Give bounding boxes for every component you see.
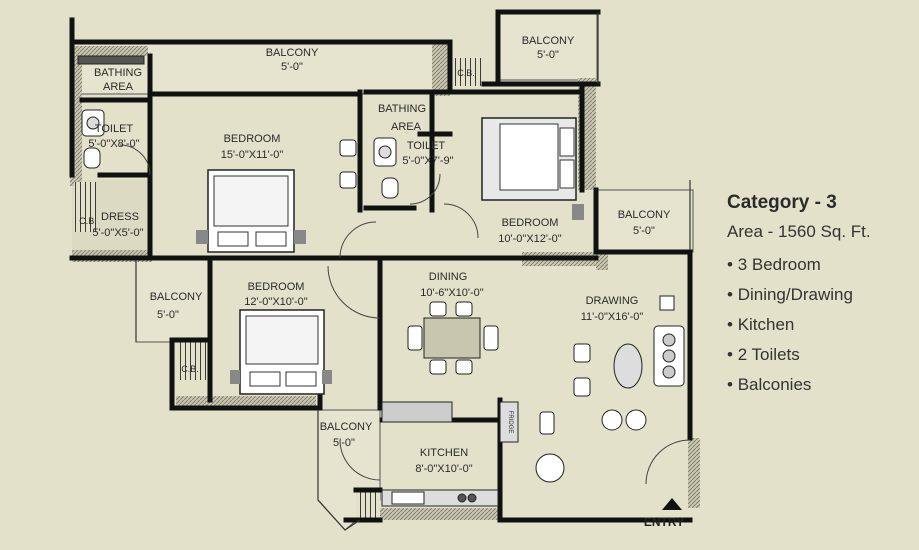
- cb-top-stairs: [452, 58, 484, 86]
- bedroom-right-dim: 10'-0"X12'-0": [498, 233, 561, 245]
- bedroom-right-label: BEDROOM: [502, 217, 559, 229]
- dress-dim: 5'-0"X5'-0": [92, 227, 143, 239]
- fridge-label: FRIDGE: [507, 411, 513, 434]
- window-kitchen-bottom: [380, 508, 500, 520]
- dining-label: DINING: [429, 271, 468, 283]
- entry-arrow: [662, 498, 682, 510]
- balcony-top-dim: 5'-0": [281, 61, 303, 73]
- right-bed: [481, 117, 584, 220]
- balcony-left-dim: 5'-0": [157, 309, 179, 321]
- cb-top-label: C.B.: [457, 68, 475, 78]
- toilet-mid-label: TOILET: [407, 140, 446, 152]
- feature-item: 3 Bedroom: [727, 250, 917, 280]
- balcony-right-label: BALCONY: [618, 209, 671, 221]
- dress-label: DRESS: [101, 211, 139, 223]
- window-top-left: [72, 46, 148, 56]
- kitchen-label: KITCHEN: [420, 447, 468, 459]
- window-drawing-right: [596, 252, 608, 270]
- thin-walls: [135, 12, 691, 531]
- cb-dress-stairs: [74, 182, 96, 232]
- entry-label: ENTRY: [644, 515, 684, 529]
- bathing-area-left-label-1: BATHING: [94, 67, 142, 79]
- dining-table: [407, 301, 499, 375]
- balcony-left-area: [135, 259, 213, 343]
- cb-dress-label: C.B.: [79, 216, 97, 226]
- feature-item: Kitchen: [727, 310, 917, 340]
- bathroom-fixtures: [77, 55, 399, 199]
- drawing-furniture: [499, 295, 685, 483]
- balcony-top-right-label: BALCONY: [522, 35, 575, 47]
- master-bed: [196, 169, 306, 253]
- bedroom-master-dim: 15'-0"X11'-0": [221, 149, 284, 161]
- kitchen-dim: 8'-0"X10'-0": [415, 463, 472, 475]
- doors: [119, 144, 691, 485]
- kitchen-counter: [381, 401, 499, 507]
- window-right-lower: [688, 438, 700, 508]
- feature-item: Dining/Drawing: [727, 280, 917, 310]
- cb-lower-stairs: [176, 340, 210, 380]
- cb-lower-label: C.B.: [181, 364, 199, 374]
- balcony-top-right-area: [499, 11, 598, 81]
- plan-info: Category - 3 Area - 1560 Sq. Ft. 3 Bedro…: [727, 192, 917, 400]
- window-mid-top: [432, 40, 450, 96]
- bathing-area-mid-label-2: AREA: [391, 121, 422, 133]
- bedroom-lower-label: BEDROOM: [248, 281, 305, 293]
- drawing-dim: 11'-0"X16'-0": [581, 311, 644, 323]
- balcony-top-label: BALCONY: [266, 47, 319, 59]
- balcony-right-dim: 5'-0": [633, 225, 655, 237]
- toilet-mid-dim: 5'-0"X7'-9": [402, 155, 453, 167]
- feature-item: 2 Toilets: [727, 340, 917, 370]
- cb-bottom-stairs: [356, 490, 380, 520]
- side-chairs: [339, 139, 357, 189]
- bathing-area-left-label-2: AREA: [103, 81, 134, 93]
- toilet-left-label: TOILET: [95, 123, 134, 135]
- walls: [69, 9, 693, 523]
- bathing-area-mid-label-1: BATHING: [378, 103, 426, 115]
- balcony-bottom-label: BALCONY: [320, 421, 373, 433]
- balcony-left-label: BALCONY: [150, 291, 203, 303]
- balcony-top-right-dim: 5'-0": [537, 49, 559, 61]
- feature-list: 3 Bedroom Dining/Drawing Kitchen 2 Toile…: [727, 250, 917, 400]
- balcony-bottom-dim: 5'-0": [333, 437, 355, 449]
- area-text: Area - 1560 Sq. Ft.: [727, 222, 871, 241]
- category-title: Category - 3: [727, 192, 837, 213]
- dining-dim: 10'-6"X10'-0": [420, 287, 483, 299]
- feature-item: Balconies: [727, 370, 917, 400]
- bedroom-master-label: BEDROOM: [224, 133, 281, 145]
- toilet-left-dim: 5'-0"X8'-0": [88, 138, 139, 150]
- drawing-label: DRAWING: [586, 295, 639, 307]
- bedroom-lower-dim: 12'-0"X10'-0": [244, 296, 307, 308]
- lower-bed: [230, 309, 332, 395]
- balcony-right-area: [596, 189, 694, 253]
